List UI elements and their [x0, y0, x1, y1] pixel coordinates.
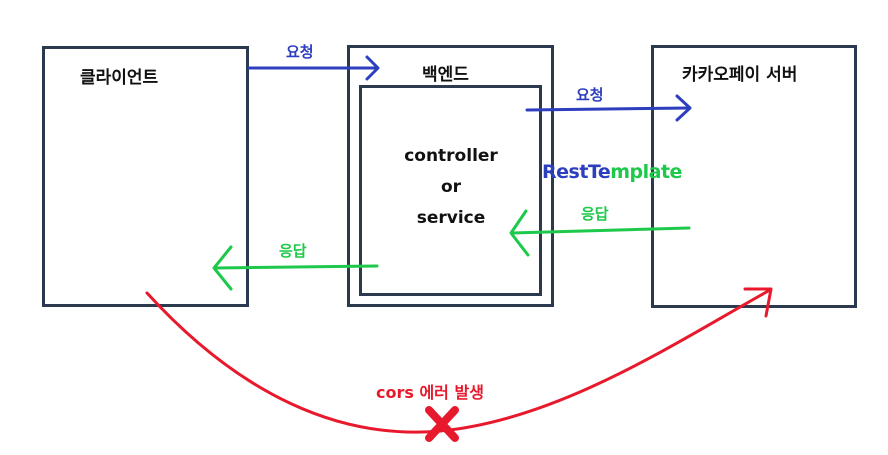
- inner-line-service: service: [416, 208, 486, 228]
- cors-error-curve: [145, 287, 773, 434]
- arrow-backend-to-client: [212, 245, 379, 291]
- inner-line-or: or: [440, 177, 462, 197]
- rest-template-label: RestTemplate: [542, 161, 682, 183]
- backend-inner-text: controller or service: [363, 141, 539, 234]
- response-label-backend-to-client: 응답: [279, 242, 307, 260]
- request-label-backend-to-kakaopay: 요청: [576, 86, 604, 104]
- kakaopay-box: [651, 45, 857, 308]
- inner-line-controller: controller: [404, 146, 498, 166]
- response-label-kakaopay-to-backend: 응답: [581, 205, 609, 223]
- backend-inner-box: [359, 85, 542, 296]
- arrow-kakaopay-to-backend: [509, 209, 691, 257]
- backend-label: 백엔드: [422, 65, 469, 85]
- rest-template-part1: RestTe: [542, 161, 611, 183]
- arrow-backend-to-kakaopay: [525, 94, 692, 122]
- client-label: 클라이언트: [80, 68, 159, 88]
- client-box: [42, 46, 249, 307]
- kakaopay-label: 카카오페이 서버: [682, 65, 798, 85]
- rest-template-part2: mplate: [610, 161, 682, 183]
- cors-error-label: cors 에러 발생: [376, 383, 484, 402]
- arrow-client-to-backend: [247, 55, 380, 81]
- cors-blocked-x-icon: [425, 406, 459, 442]
- request-label-client-to-backend: 요청: [286, 43, 314, 61]
